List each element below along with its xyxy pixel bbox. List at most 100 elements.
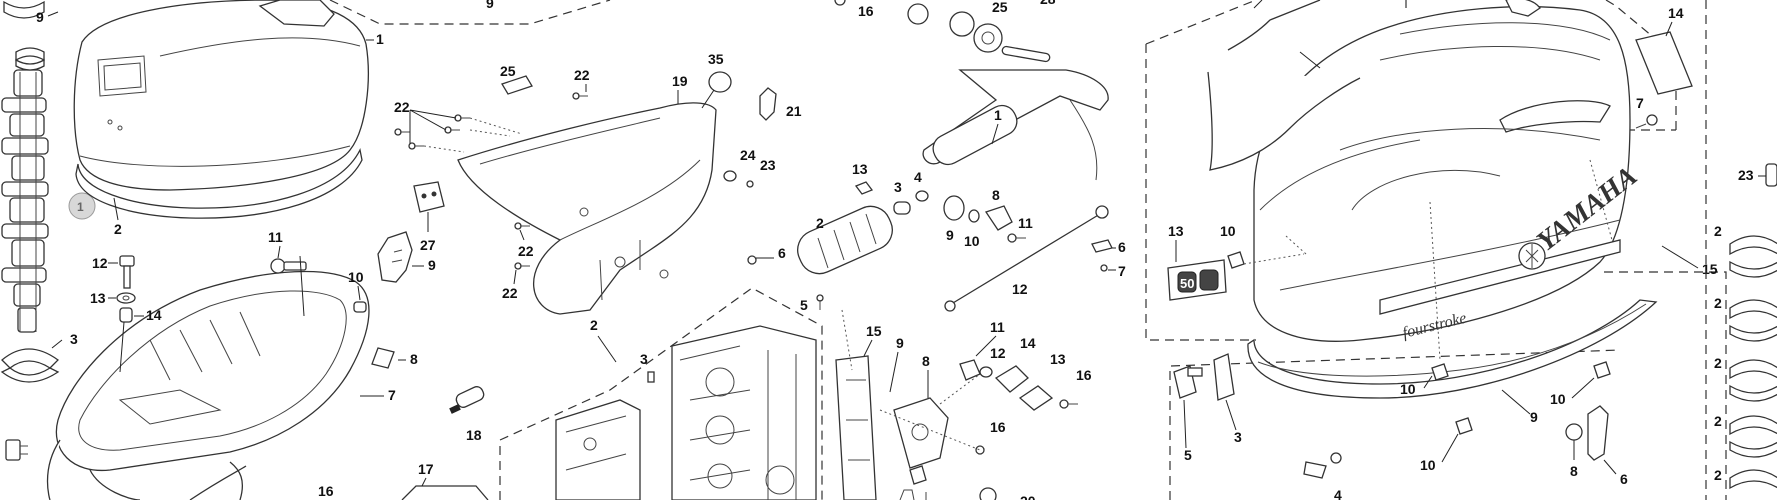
label-22a: 22 [574, 67, 590, 83]
label-5a: 5 [800, 297, 808, 313]
label-8c: 8 [922, 353, 930, 369]
label-r2b: 2 [1714, 295, 1722, 311]
label-3d: 3 [640, 351, 648, 367]
screw-7[interactable] [1100, 264, 1108, 272]
grommet-14[interactable] [119, 307, 133, 323]
bearing-lower[interactable] [0, 348, 60, 383]
cylinder-head[interactable] [555, 399, 641, 500]
bracket-8[interactable] [984, 205, 1013, 231]
spring-10[interactable] [968, 209, 980, 223]
bottom-cowling[interactable] [46, 270, 370, 500]
bearing-r5[interactable] [1729, 469, 1777, 490]
screws-22c[interactable] [514, 222, 530, 270]
callout-highlight[interactable] [68, 192, 96, 220]
part-20[interactable] [979, 487, 997, 500]
cap-35[interactable] [708, 71, 732, 93]
bearing-r3[interactable] [1729, 359, 1777, 402]
clip-21[interactable] [759, 87, 777, 121]
bearing-r4[interactable] [1729, 415, 1777, 458]
clamp-10[interactable] [353, 301, 367, 313]
cylinder-block[interactable] [671, 325, 817, 500]
washer-24[interactable] [723, 170, 737, 182]
washer-13[interactable] [116, 292, 136, 304]
label-14c: 14 [1668, 5, 1684, 21]
top-cowling[interactable] [73, 0, 369, 191]
pad-8[interactable] [371, 347, 395, 369]
cover-14[interactable] [994, 365, 1029, 393]
plug-left[interactable] [5, 439, 28, 461]
clip-10c[interactable] [1593, 361, 1611, 379]
pin-3[interactable] [647, 371, 655, 383]
screw-22a[interactable] [572, 92, 588, 100]
label-10b: 10 [964, 233, 980, 249]
label-9: 9 [36, 9, 44, 25]
gear-25[interactable] [907, 3, 1003, 53]
shaft-28[interactable] [1001, 45, 1051, 63]
box-17[interactable] [401, 485, 489, 500]
bolt-16b[interactable] [975, 445, 985, 455]
cowling-seal[interactable] [75, 148, 363, 219]
grip-2[interactable] [791, 200, 898, 280]
hook-6[interactable] [1587, 405, 1609, 461]
nut-16[interactable] [834, 0, 846, 6]
washer-12[interactable] [979, 366, 993, 378]
yamaha-top-cowling[interactable] [1253, 0, 1631, 342]
label-24: 24 [740, 147, 756, 163]
group-box-engine [499, 287, 823, 500]
screw-7c[interactable] [1635, 114, 1658, 129]
label-16c: 16 [1076, 367, 1092, 383]
throttle-cable-12[interactable] [944, 205, 1109, 312]
label-13c: 13 [1050, 351, 1066, 367]
sensor-13[interactable] [1018, 385, 1054, 411]
label-11c: 11 [990, 319, 1005, 335]
bottom-seal-right[interactable] [1247, 299, 1658, 399]
label-plate-25[interactable] [501, 75, 533, 95]
label-4: 4 [914, 169, 922, 185]
clip-10b[interactable] [1431, 363, 1449, 381]
fitting-23[interactable] [1765, 163, 1777, 187]
bolt-12[interactable] [119, 255, 135, 289]
washer-4[interactable] [915, 190, 929, 202]
decal-14[interactable] [1635, 31, 1693, 95]
clip-10a[interactable] [1227, 251, 1245, 269]
bearing-r1[interactable] [1729, 235, 1777, 278]
label-13: 13 [90, 290, 106, 306]
bushing-3[interactable] [893, 201, 911, 215]
latch-9[interactable] [377, 231, 413, 283]
component-18[interactable] [449, 385, 485, 414]
crankshaft[interactable] [1, 69, 49, 333]
decal-50-13[interactable]: 50 [1167, 259, 1227, 301]
thermostat-housing-8[interactable] [893, 397, 949, 485]
fitting-11[interactable] [959, 359, 981, 381]
bearing-upper[interactable] [15, 47, 45, 71]
label-10d: 10 [1400, 381, 1416, 397]
label-12c: 12 [990, 345, 1006, 361]
screw-5[interactable] [816, 294, 824, 310]
screw-11b[interactable] [1007, 233, 1026, 243]
friction-13[interactable] [854, 181, 874, 195]
label-14: 14 [146, 307, 162, 323]
apron-19[interactable] [457, 102, 717, 315]
bearing-r2[interactable] [1729, 299, 1777, 342]
upper-panel[interactable] [1207, 0, 1361, 171]
screw-6[interactable] [747, 255, 757, 265]
catch-5[interactable] [1173, 365, 1203, 399]
screw-23[interactable] [746, 180, 754, 188]
bearing-top[interactable] [3, 0, 45, 19]
label-22c: 22 [518, 243, 534, 259]
switch-27[interactable] [413, 181, 445, 213]
knob-9[interactable] [943, 195, 965, 221]
bolt-8[interactable] [1565, 423, 1583, 441]
label-r2c: 2 [1714, 355, 1722, 371]
screws-22b[interactable] [394, 114, 470, 150]
bracket-3[interactable] [1213, 353, 1235, 401]
bolt-16a[interactable] [1059, 399, 1078, 409]
gasket-15[interactable] [835, 355, 877, 500]
tiller-arm-1[interactable] [922, 69, 1109, 181]
screw-4b[interactable] [1303, 452, 1342, 479]
label-seal-2: 2 [114, 221, 122, 237]
clip-10d[interactable] [1455, 417, 1473, 435]
plate-6[interactable] [1091, 239, 1113, 253]
label-27: 27 [420, 237, 436, 253]
